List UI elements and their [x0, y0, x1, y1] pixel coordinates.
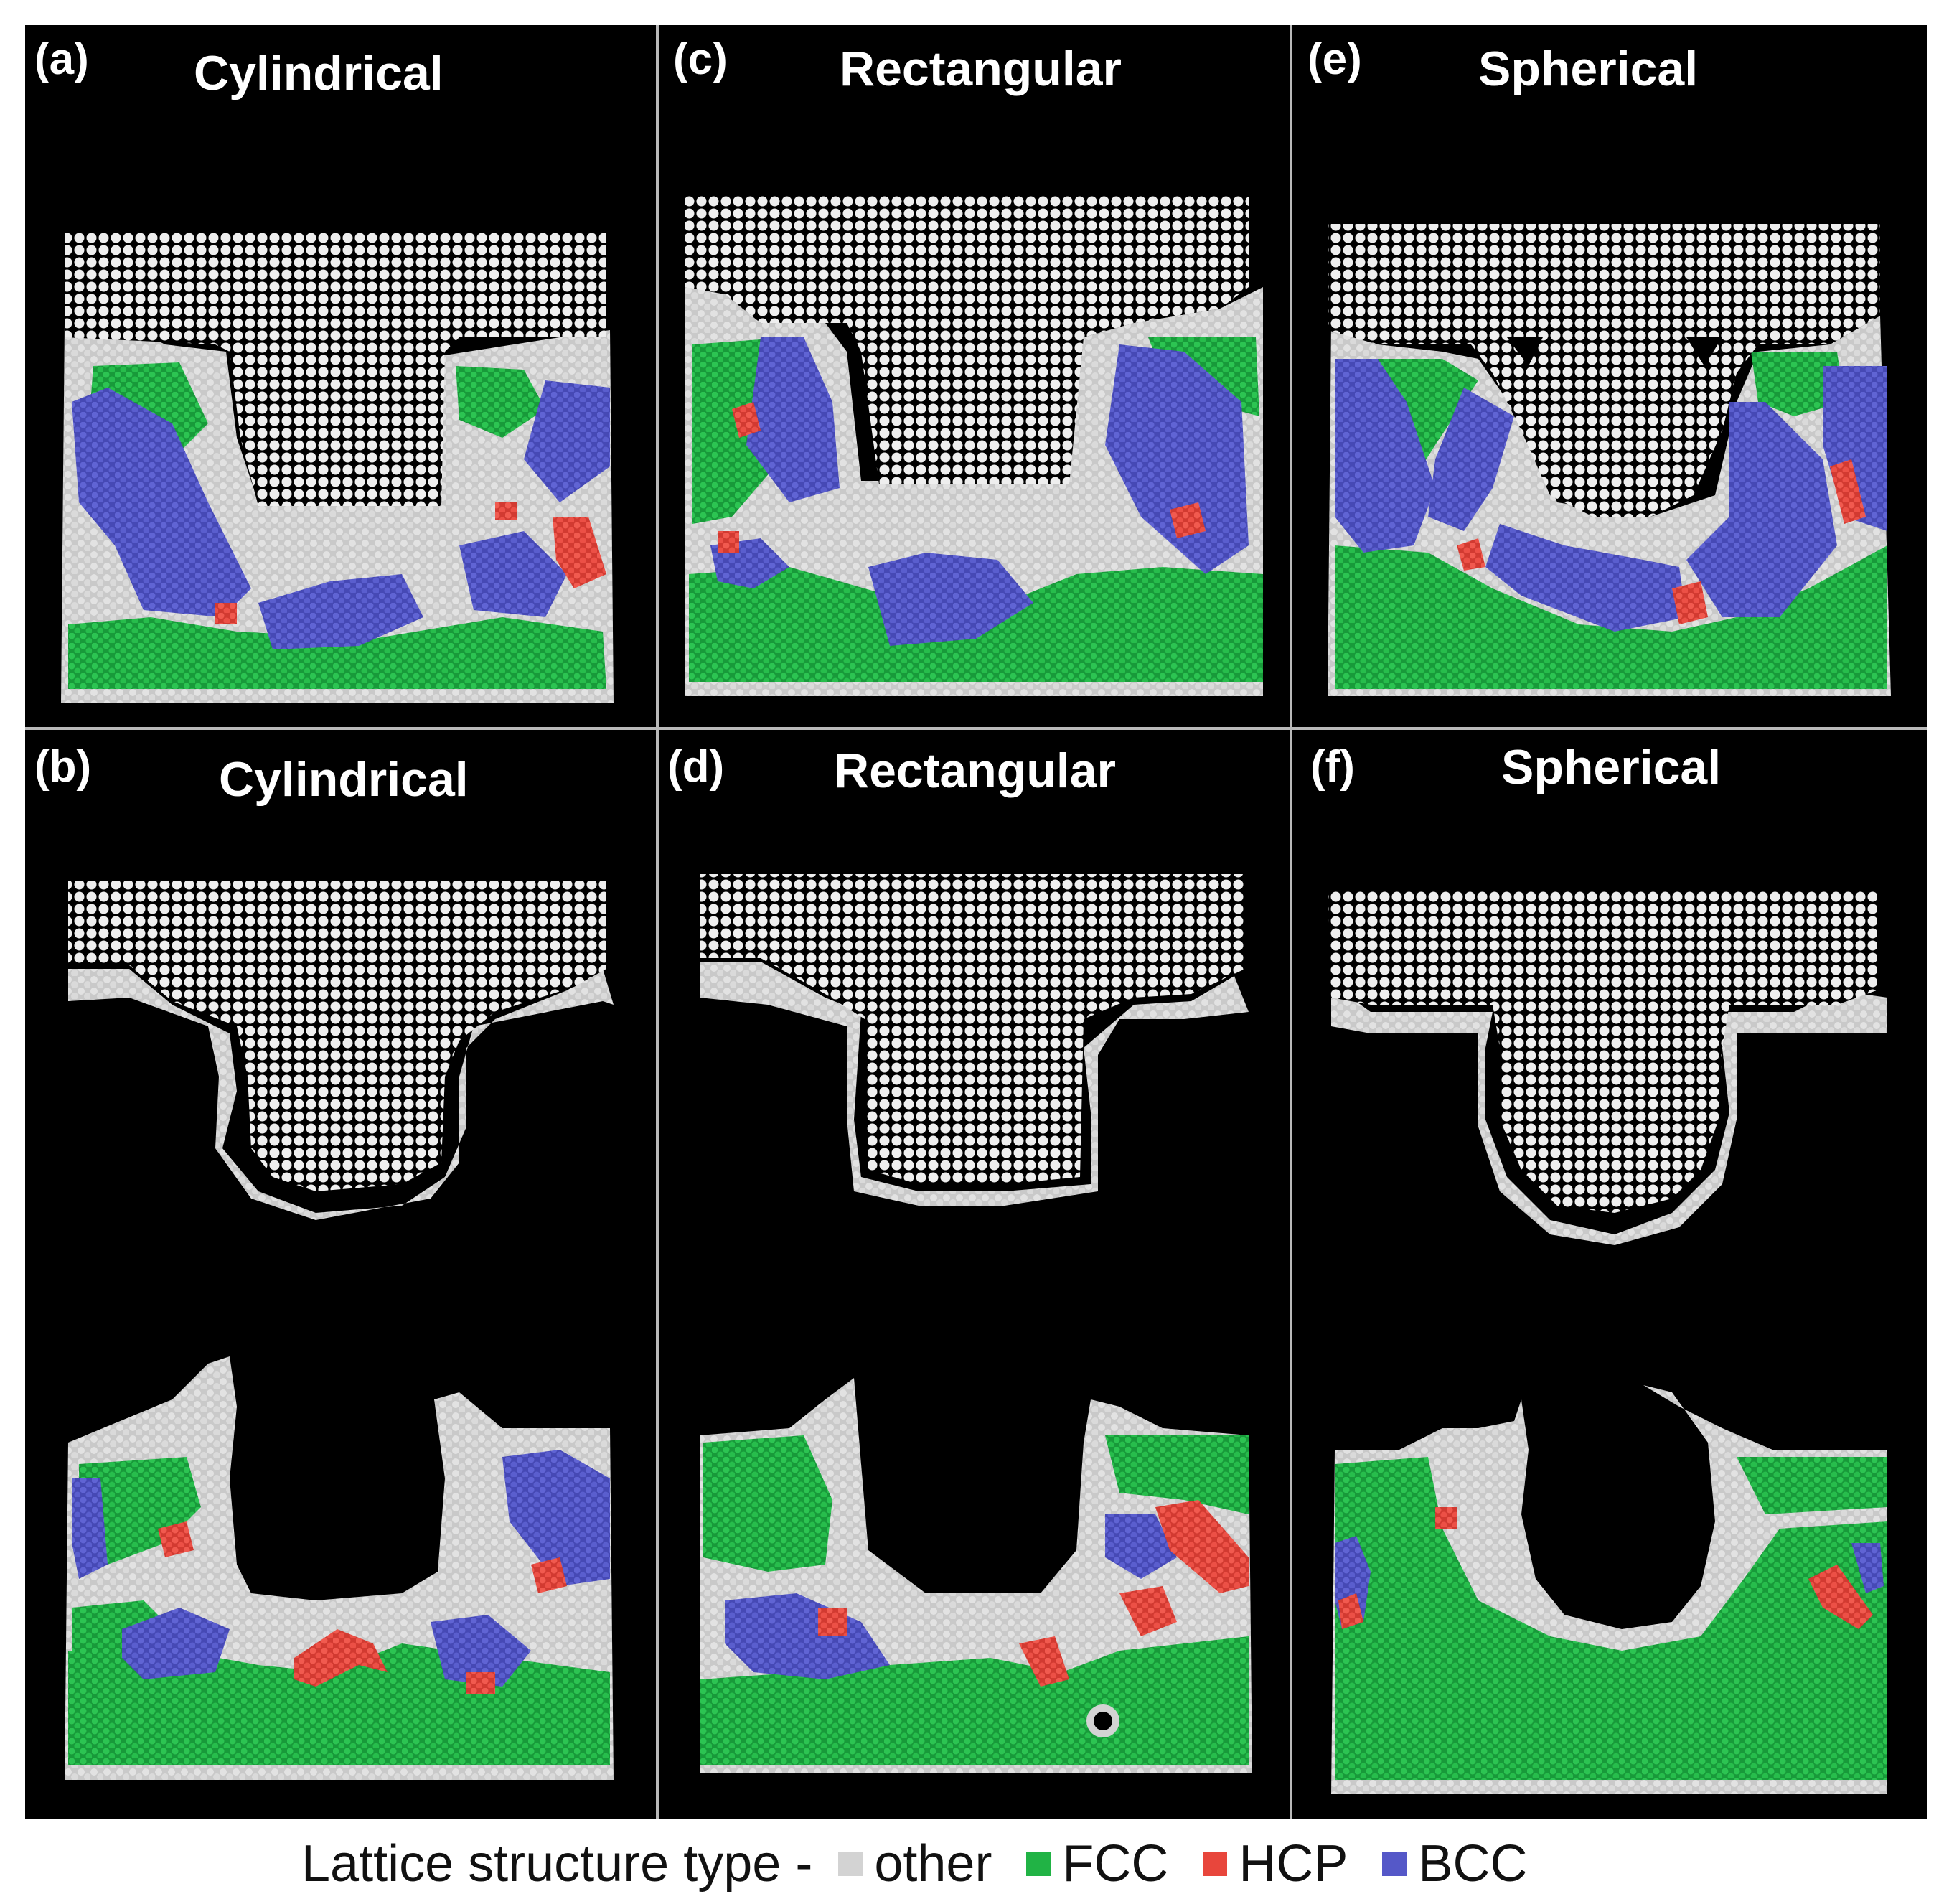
panel-f — [1328, 891, 1887, 1794]
panel-e-title: Spherical — [1478, 42, 1699, 96]
legend-swatch-fcc — [1026, 1852, 1051, 1876]
panel-c — [685, 195, 1263, 696]
panel-b-title: Cylindrical — [219, 752, 469, 807]
panel-b-hcp-3 — [466, 1672, 495, 1694]
panel-d-indenter — [700, 874, 1245, 1184]
panel-d-bcc-right — [1105, 1514, 1177, 1579]
panel-e-bcc-bottom — [1485, 524, 1686, 632]
panel-e-indenter — [1328, 224, 1880, 517]
panel-a-bcc-right — [524, 380, 610, 502]
legend-title: Lattice structure type - — [301, 1835, 813, 1893]
legend-swatch-hcp — [1203, 1852, 1228, 1876]
panel-b-indenter-shell — [68, 969, 614, 1220]
panel-e-bcc-left — [1335, 359, 1435, 553]
panel-e-fcc-bottom — [1335, 545, 1887, 689]
panel-d-bcc-left — [725, 1593, 890, 1679]
panel-b-indenter — [68, 881, 606, 1191]
panel-d-fcc-right — [1105, 1435, 1249, 1514]
panel-e-hcp-1 — [1672, 581, 1708, 624]
panel-a-title: Cylindrical — [194, 46, 443, 100]
legend-label-bcc: BCC — [1418, 1835, 1528, 1893]
panel-d-title: Rectangular — [834, 744, 1116, 798]
panel-b-hcp-4 — [531, 1557, 567, 1593]
panel-d-hcp-left — [818, 1608, 847, 1636]
panel-a-hcp-spot-1 — [215, 603, 237, 624]
panel-c-bcc-center — [868, 553, 1033, 646]
panel-a-hcp-right — [553, 517, 606, 588]
panel-c-bcc-left — [746, 337, 840, 502]
panel-e-hcp-2 — [1830, 459, 1866, 524]
panel-f-fcc-main — [1335, 1457, 1887, 1780]
panel-e-bcc-leftmid — [1428, 388, 1514, 531]
panel-f-label: (f) — [1310, 742, 1355, 792]
panel-b-hcp-2 — [158, 1521, 194, 1557]
legend-swatch-other — [838, 1852, 863, 1876]
panel-f-hcp-right — [1808, 1565, 1873, 1629]
panel-a-label: (a) — [34, 34, 89, 84]
legend-label-other: other — [874, 1835, 992, 1893]
panel-b-bcc-right — [502, 1450, 610, 1586]
panel-a-indenter — [65, 233, 606, 506]
panel-e-gap-left — [1507, 337, 1543, 366]
panel-b-bcc-midleft — [122, 1608, 230, 1679]
panel-e-bcc-right — [1686, 402, 1837, 617]
panel-c-bcc-right — [1105, 344, 1249, 574]
panel-f-hcp-left — [1338, 1593, 1363, 1629]
panel-b-label: (b) — [34, 742, 92, 792]
panel-d-void — [1086, 1704, 1119, 1737]
panel-e-label: (e) — [1307, 34, 1362, 84]
panel-f-indenter — [1328, 891, 1877, 1213]
panel-c-label: (c) — [673, 34, 728, 84]
panel-d-indenter-shell — [700, 962, 1249, 1206]
panel-d-hcp-mid — [1119, 1586, 1177, 1636]
panel-a-fcc-right — [456, 366, 545, 438]
panel-c-title: Rectangular — [840, 42, 1122, 96]
panel-c-hcp-3 — [718, 531, 739, 553]
panel-a-fcc-bottom — [68, 617, 606, 689]
legend-label-hcp: HCP — [1239, 1835, 1348, 1893]
panel-c-hcp-2 — [1170, 502, 1206, 538]
legend-label-fcc: FCC — [1062, 1835, 1169, 1893]
panel-d-fcc-left — [703, 1435, 832, 1572]
panel-c-hcp-1 — [732, 402, 761, 438]
panel-d-hcp-right — [1155, 1500, 1249, 1593]
panel-e-fcc-right — [1751, 352, 1844, 416]
panel-c-indenter — [685, 195, 1249, 484]
panel-a-bcc-left — [72, 388, 251, 617]
panel-a-hcp-spot-2 — [495, 502, 517, 520]
legend-item-bcc: BCC — [1382, 1834, 1527, 1893]
panel-f-indenter-shell — [1331, 983, 1887, 1245]
panel-f-hcp-mid — [1435, 1507, 1457, 1529]
panel-e-gap-right — [1686, 337, 1722, 366]
legend-item-fcc: FCC — [1026, 1834, 1168, 1893]
panel-b-bcc-left — [72, 1478, 108, 1579]
panel-b-hcp-1 — [294, 1629, 388, 1687]
panel-d-hcp-low — [1019, 1636, 1069, 1687]
panel-a-bcc-right-low — [459, 531, 567, 617]
legend-item-hcp: HCP — [1203, 1834, 1348, 1893]
panel-d — [700, 874, 1252, 1773]
panel-e-hcp-3 — [1457, 538, 1485, 571]
panel-b-bcc-right-low — [431, 1615, 531, 1687]
panel-d-label: (d) — [667, 742, 725, 792]
panel-e — [1328, 224, 1891, 696]
legend-item-other: other — [838, 1834, 992, 1893]
panel-f-title: Spherical — [1501, 740, 1722, 794]
panel-a-bcc-center — [258, 574, 423, 649]
legend-swatch-bcc — [1382, 1852, 1407, 1876]
panel-a — [61, 233, 614, 703]
lattice-legend: Lattice structure type - other FCC HCP B… — [301, 1832, 1562, 1896]
panel-b — [65, 881, 614, 1780]
panel-f-bcc-right — [1851, 1543, 1884, 1593]
panel-f-fcc-right-top — [1737, 1457, 1887, 1514]
